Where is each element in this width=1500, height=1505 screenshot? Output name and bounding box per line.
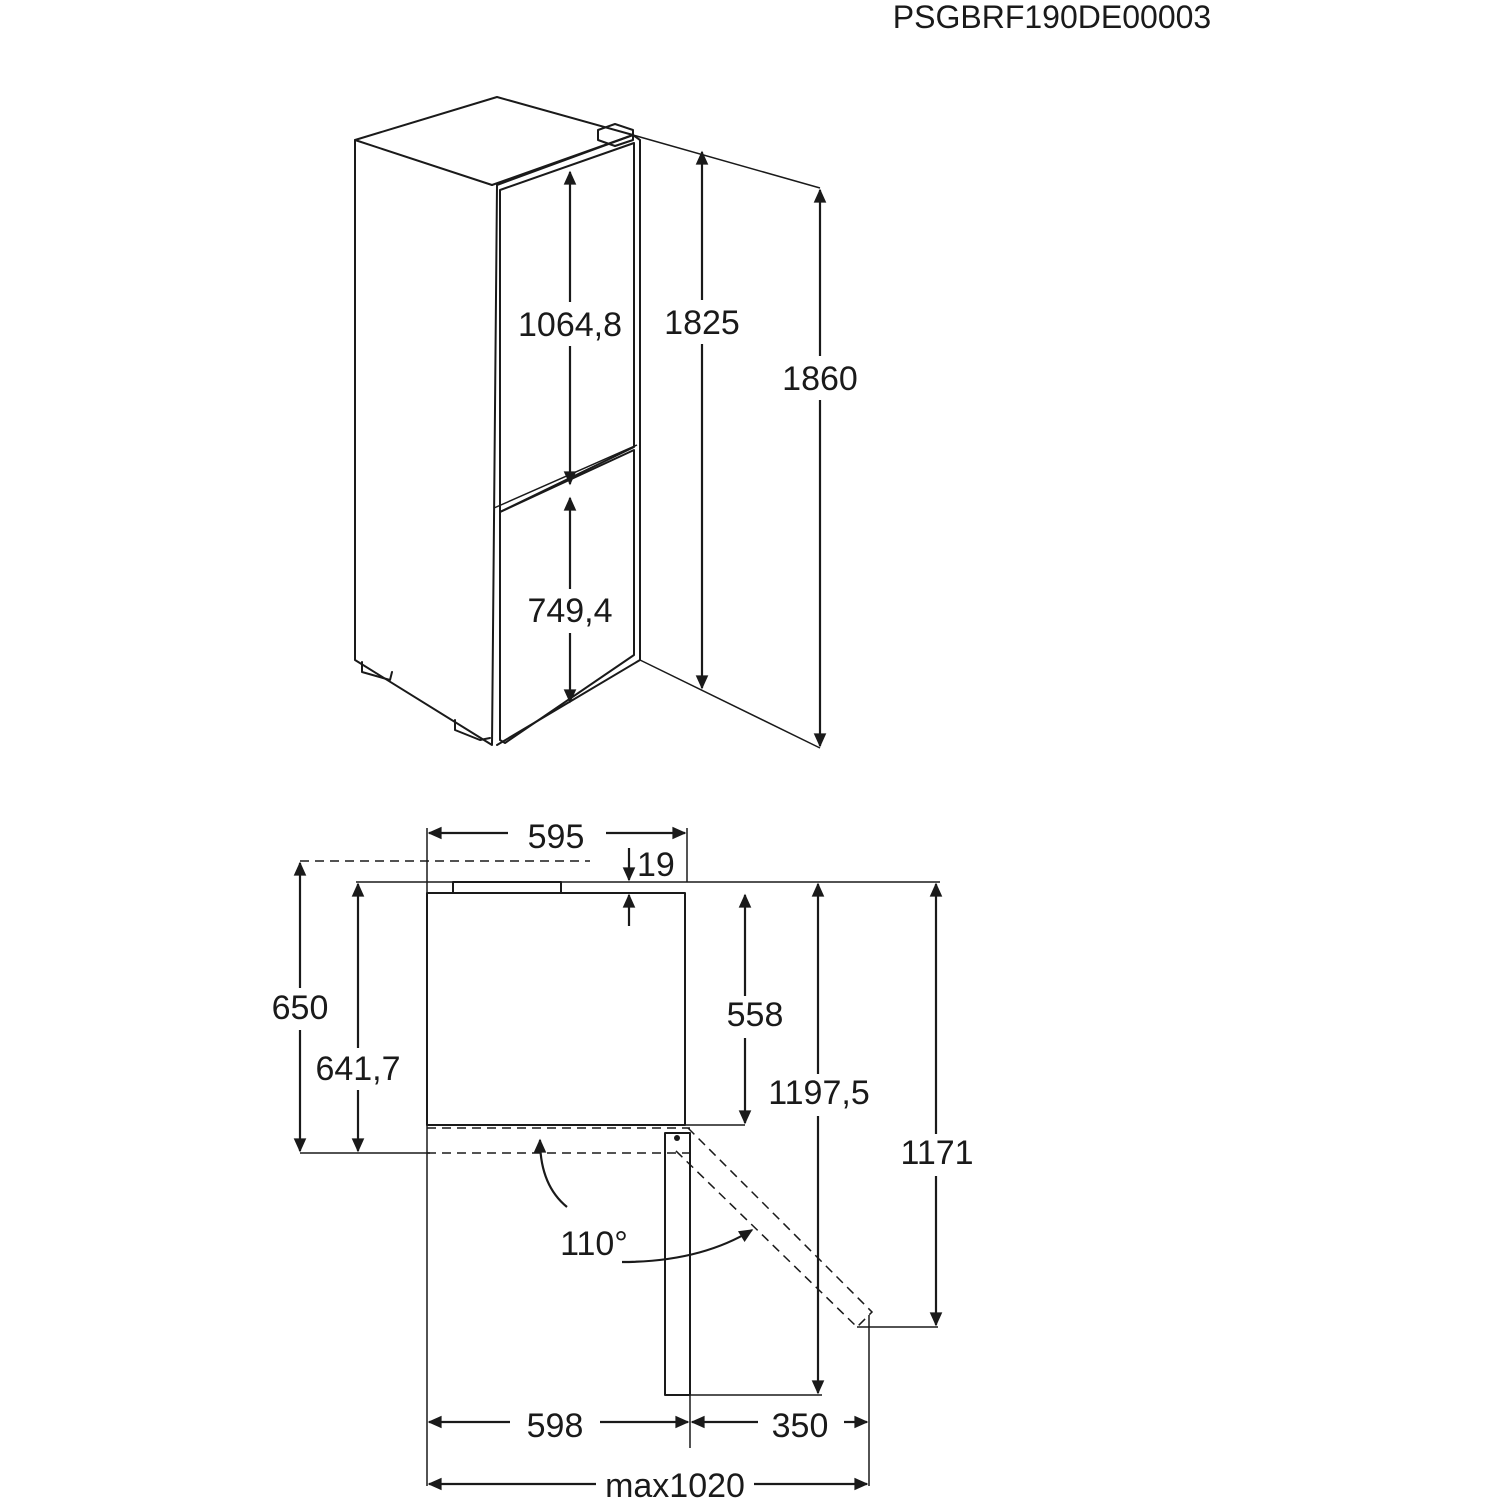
open-door-90 — [664, 1132, 691, 1396]
label-door-swing-clearance: 350 — [772, 1407, 829, 1445]
fridge-top-view: 595 19 650 641,7 558 1197,5 1171 110° 59 — [262, 816, 977, 1505]
back-condenser — [452, 881, 562, 894]
cabinet-top-edge — [354, 139, 493, 186]
label-body-width: 595 — [528, 818, 585, 856]
ext-line-top — [632, 134, 821, 189]
label-depth-with-handle: 650 — [272, 989, 329, 1027]
label-opening-angle: 110° — [560, 1225, 628, 1263]
cabinet-side-panel — [354, 96, 634, 746]
label-fridge-door-height: 1064,8 — [518, 306, 622, 344]
hinge-pin — [674, 1135, 680, 1141]
rear-foot — [361, 661, 393, 681]
label-body-height: 1825 — [664, 304, 740, 342]
top-hinge — [597, 123, 634, 147]
door-gap-line — [493, 444, 638, 509]
opening-angle-arc-right — [621, 1229, 754, 1264]
opening-angle-arc-left — [533, 1138, 568, 1208]
label-total-height: 1860 — [782, 360, 858, 398]
open-door-110 — [674, 1127, 874, 1329]
label-width-with-hinge: 598 — [527, 1407, 584, 1445]
label-depth-door-open-110: 1171 — [900, 1134, 973, 1172]
cabinet-body-top — [426, 892, 686, 1126]
cabinet-front-frame — [491, 134, 641, 746]
label-depth-door-open: 1197,5 — [768, 1074, 869, 1112]
document-code: PSGBRF190DE00003 — [893, 0, 1211, 35]
fridge-perspective-view: 1064,8 749,4 1825 1860 — [354, 96, 865, 749]
front-foot — [454, 719, 491, 741]
label-freezer-door-height: 749,4 — [527, 592, 612, 630]
label-handle-offset: 19 — [637, 846, 675, 884]
label-depth-without-handle: 641,7 — [315, 1050, 400, 1088]
label-max-total-width: max1020 — [605, 1467, 745, 1500]
label-body-depth: 558 — [727, 996, 784, 1034]
ext-line-bottom — [639, 659, 821, 749]
